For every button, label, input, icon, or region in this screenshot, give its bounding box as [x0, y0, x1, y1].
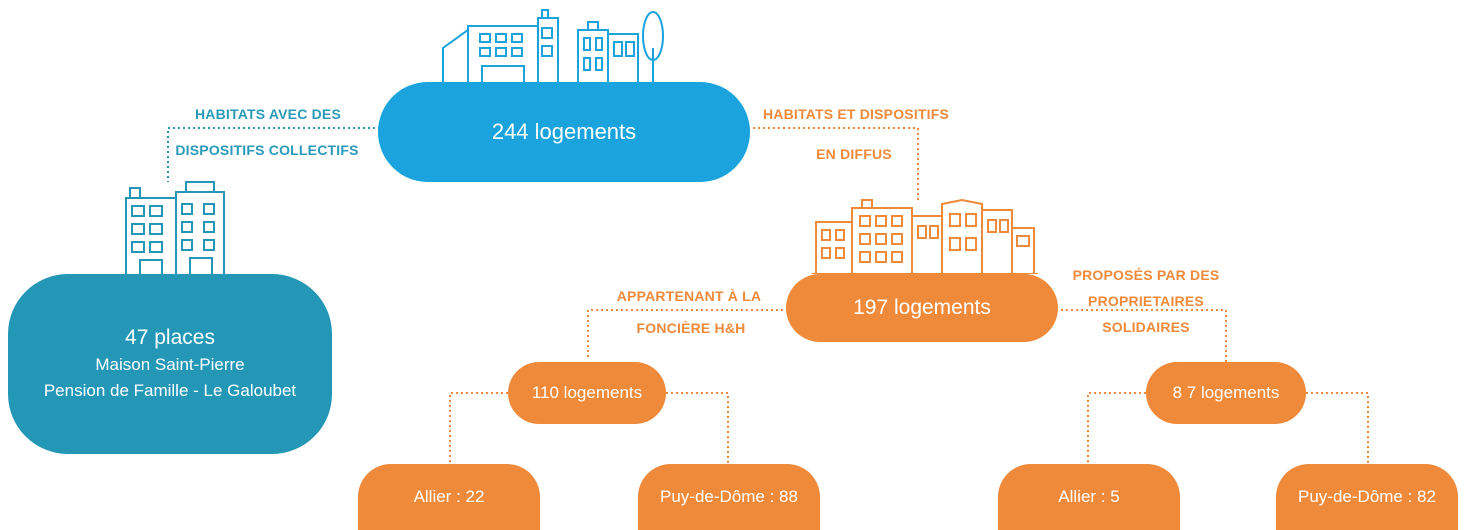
leaf-fonciere-allier-label: Allier : 22 [413, 487, 485, 506]
diffus-node: 197 logements [786, 274, 1058, 342]
branch-right-label-2: EN DIFFUS [804, 144, 904, 164]
leaf-fonciere-allier: Allier : 22 [358, 464, 540, 530]
root-label: 244 logements [491, 119, 637, 144]
proprietaires-label: 8 7 logements [1172, 383, 1280, 402]
connector-197-right [1056, 309, 1227, 362]
leaf-proprietaires-allier-label: Allier : 5 [1058, 487, 1120, 506]
leaf-proprietaires-allier: Allier : 5 [998, 464, 1180, 530]
branch-left-label: HABITATS AVEC DES [190, 104, 346, 124]
collective-title: 47 places [125, 326, 215, 349]
branch-left-label-2: DISPOSITIFS COLLECTIFS [172, 140, 362, 160]
sub-right-label: PROPOSÉS PAR DES PROPRIETAIRES SOLIDAIRE… [1060, 262, 1232, 340]
collective-node: 47 places Maison Saint-Pierre Pension de… [8, 274, 332, 454]
collective-line2: Maison Saint-Pierre [95, 355, 245, 374]
buildings-orange-icon [812, 198, 1038, 274]
sub-left-label-2: FONCIÈRE H&H [626, 318, 756, 338]
connector-root-right [748, 127, 919, 200]
sub-right-label-line1: PROPOSÉS PAR DES [1072, 267, 1220, 283]
branch-left-label-line1: HABITATS AVEC DES [195, 106, 341, 122]
diffus-label: 197 logements [853, 296, 991, 319]
proprietaires-node: 8 7 logements [1146, 362, 1306, 424]
sub-right-label-line3: SOLIDAIRES [1102, 319, 1190, 335]
leaf-fonciere-puy: Puy-de-Dôme : 88 [638, 464, 820, 530]
sub-left-label-line1: APPARTENANT À LA [616, 288, 762, 304]
buildings-blue-icon [438, 9, 688, 84]
connector-root-left [167, 127, 380, 182]
branch-right-label-line2: EN DIFFUS [816, 146, 892, 162]
collective-line3: Pension de Famille - Le Galoubet [43, 381, 297, 400]
connector-110-left [449, 392, 508, 466]
root-node: 244 logements [378, 82, 750, 182]
sub-left-label-line2: FONCIÈRE H&H [636, 320, 746, 336]
sub-left-label: APPARTENANT À LA [606, 286, 772, 306]
leaf-fonciere-puy-label: Puy-de-Dôme : 88 [660, 487, 798, 506]
branch-left-label-line2: DISPOSITIFS COLLECTIFS [175, 142, 359, 158]
connector-197-left [587, 309, 788, 360]
building-teal-icon [120, 181, 230, 276]
connector-87-right [1306, 392, 1369, 466]
sub-right-label-line2: PROPRIETAIRES [1088, 293, 1204, 309]
fonciere-node: 110 logements [508, 362, 666, 424]
connector-87-left [1087, 392, 1146, 466]
connector-110-right [666, 392, 729, 466]
branch-right-label: HABITATS ET DISPOSITIFS [756, 104, 956, 124]
leaf-proprietaires-puy: Puy-de-Dôme : 82 [1276, 464, 1458, 530]
fonciere-label: 110 logements [531, 383, 643, 402]
branch-right-label-line1: HABITATS ET DISPOSITIFS [762, 106, 950, 122]
leaf-proprietaires-puy-label: Puy-de-Dôme : 82 [1298, 487, 1436, 506]
